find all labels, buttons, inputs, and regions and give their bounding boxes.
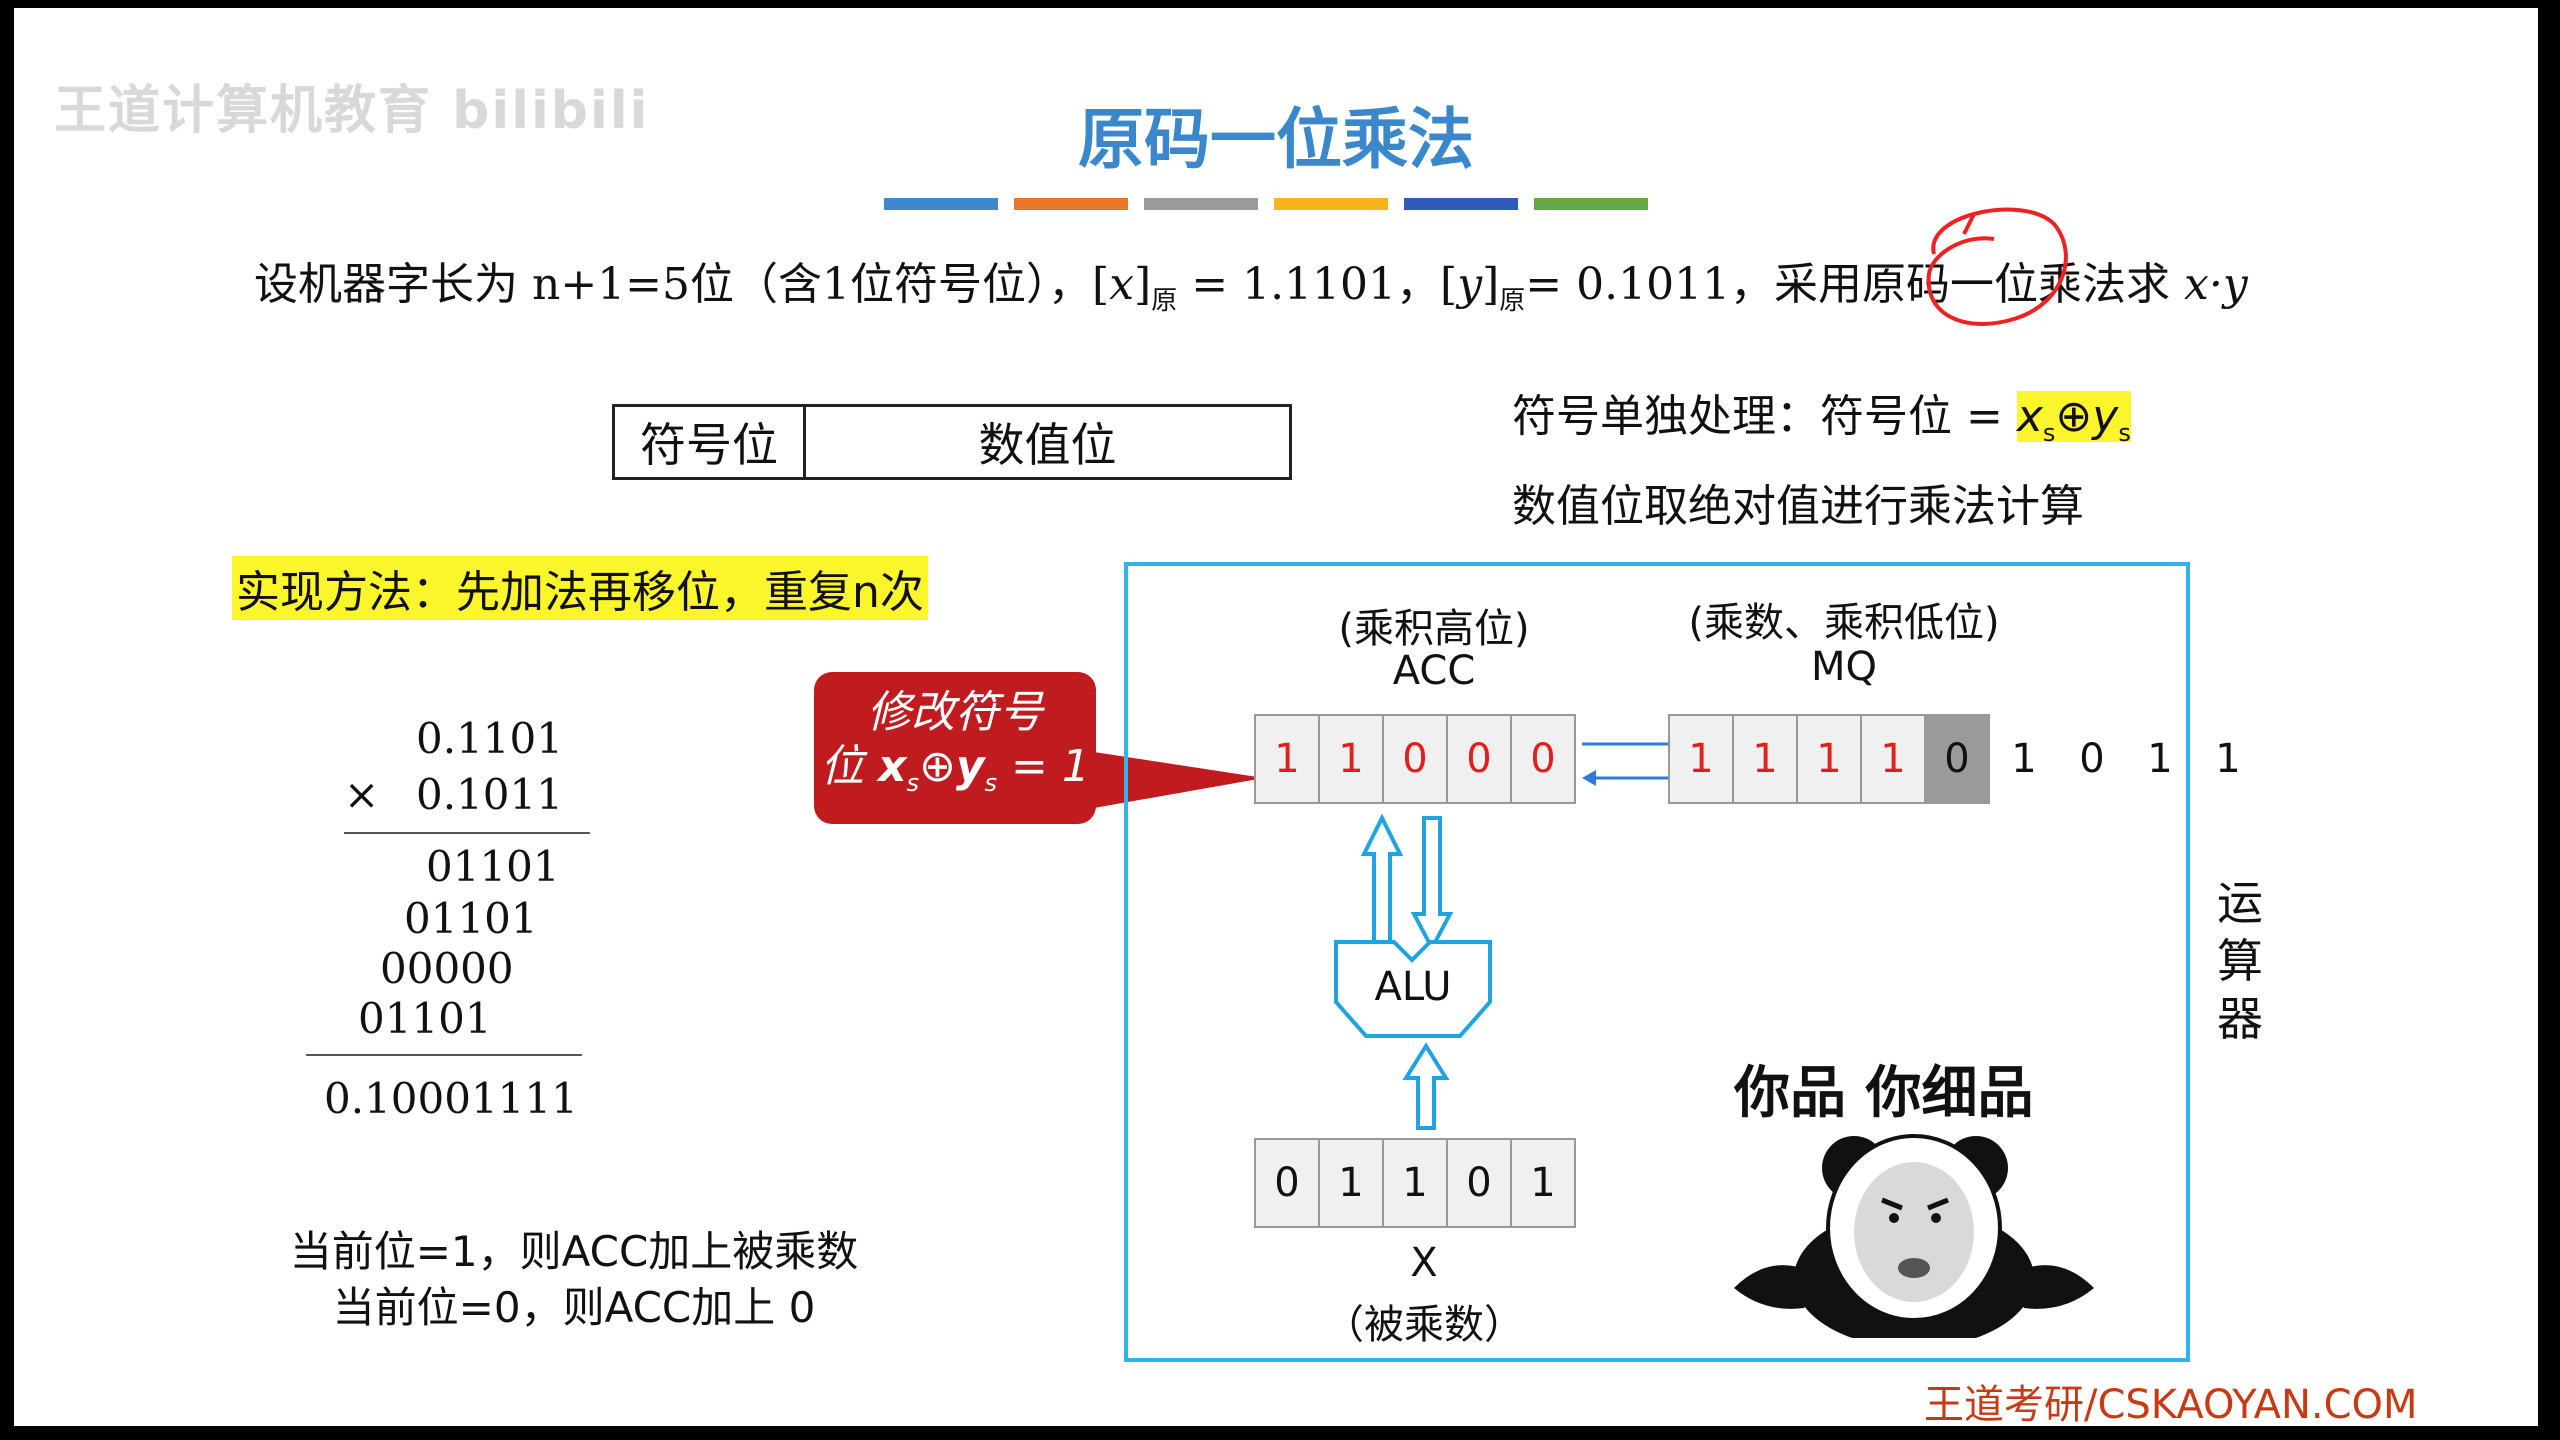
multiplicand: 0.1101 (416, 714, 563, 763)
acc-bit: 1 (1254, 714, 1320, 804)
x-bit: 0 (1254, 1138, 1320, 1228)
x-label: X (1410, 1240, 1438, 1286)
note-bit-one: 当前位=1，则ACC加上被乘数 (289, 1227, 859, 1276)
sign-callout: 修改符号 位 xs⊕ys = 1 (814, 672, 1096, 824)
var-y: y (1457, 259, 1483, 310)
subscript-yuan: 原 (1151, 285, 1178, 316)
watermark: 王道计算机教育 bilibili (54, 81, 650, 141)
sign-bit-cell: 符号位 (615, 407, 806, 477)
mq-bit: 1 (1732, 714, 1798, 804)
color-bar (1534, 198, 1648, 210)
result: 0.10001111 (324, 1074, 578, 1123)
callout-pointer (1094, 752, 1264, 808)
color-bar (1404, 198, 1518, 210)
calc-rule-1 (344, 832, 590, 834)
value-bits-cell: 数值位 (978, 418, 1117, 472)
callout-line-1: 修改符号 (867, 687, 1043, 739)
calc-rule-2 (306, 1054, 582, 1056)
x-bit: 1 (1510, 1138, 1576, 1228)
acc-bit: 0 (1510, 714, 1576, 804)
mq-bit: 1 (1668, 714, 1734, 804)
question-part-2: = 1.1101，[ (1177, 259, 1458, 310)
arithmetic-unit-label: 运 算 器 (2210, 874, 2270, 1048)
mq-label: MQ (1811, 644, 1877, 690)
alu-acc-arrows (1360, 814, 1454, 953)
red-circle-annotation (1926, 207, 2068, 326)
panda-meme-image (1734, 1134, 2094, 1338)
footer-brand: 王道考研/CSKAOYAN.COM (1924, 1382, 2418, 1426)
question-text: 设机器字长为 n+1=5位（含1位符号位），[x]原 = 1.1101，[y]原… (254, 248, 2248, 317)
vertical-char: 算 (2217, 934, 2263, 988)
x-bit: 1 (1318, 1138, 1384, 1228)
x-bit: 0 (1446, 1138, 1512, 1228)
partial-product: 01101 (404, 894, 538, 943)
mq-bit: 1 (1860, 714, 1926, 804)
mq-current-bit: 0 (1924, 714, 1990, 804)
sign-value-format-table: 符号位 数值位 (612, 404, 1292, 480)
acc-register: 1 1 0 0 0 (1254, 714, 1576, 804)
question-part-3: = 0.1011，采用原码一位乘法求 (1525, 259, 2185, 310)
mq-remaining-bit: 0 (2079, 736, 2105, 782)
product-xy: x·y (2184, 259, 2248, 310)
partial-product: 00000 (380, 944, 514, 993)
var-x: x (1109, 259, 1135, 310)
subscript-yuan: 原 (1499, 285, 1526, 316)
sign-rule-text: 符号单独处理：符号位 = (1512, 391, 2017, 442)
partial-product: 01101 (358, 994, 492, 1043)
bracket: ] (1482, 259, 1500, 310)
x-bit: 1 (1382, 1138, 1448, 1228)
alu-label: ALU (1374, 964, 1452, 1010)
acc-bit: 0 (1382, 714, 1448, 804)
partial-product: 01101 (426, 842, 560, 891)
color-bar (1014, 198, 1128, 210)
bracket: ] (1134, 259, 1152, 310)
method-text: 实现方法：先加法再移位，重复n次 (232, 556, 928, 620)
abs-rule: 数值位取绝对值进行乘法计算 (1512, 481, 2084, 532)
alu-shape (1334, 940, 1492, 1038)
sign-rule: 符号单独处理：符号位 = xs⊕ys (1512, 380, 2131, 447)
acc-desc: (乘积高位) (1338, 606, 1530, 652)
acc-bit: 1 (1318, 714, 1384, 804)
mq-remaining-bit: 1 (2215, 736, 2241, 782)
color-bar (1274, 198, 1388, 210)
question-part-1: 设机器字长为 n+1=5位（含1位符号位），[ (254, 259, 1110, 310)
mq-remaining-bit: 1 (2147, 736, 2173, 782)
x-alu-arrow (1402, 1042, 1450, 1130)
mq-register: 1 1 1 1 0 1 0 1 1 (1668, 714, 2262, 804)
multiplier: 0.1011 (416, 770, 563, 819)
x-desc: （被乘数） (1324, 1302, 1524, 1348)
slide: 王道计算机教育 bilibili 原码一位乘法 设机器字长为 n+1=5位（含1… (14, 8, 2538, 1426)
arithmetic-unit-frame (1124, 562, 2190, 1362)
callout-line-2: 位 xs⊕ys = 1 (820, 741, 1090, 797)
vertical-char: 运 (2217, 876, 2263, 930)
acc-bit: 0 (1446, 714, 1512, 804)
slide-title: 原码一位乘法 (1078, 101, 1474, 178)
times-sign: × (344, 770, 380, 819)
mq-bit: 1 (1796, 714, 1862, 804)
mq-desc: (乘数、乘积低位) (1688, 600, 2000, 646)
acc-label: ACC (1392, 648, 1476, 694)
meme-caption: 你品 你细品 (1734, 1061, 2034, 1126)
color-bar (1144, 198, 1258, 210)
sign-formula: xs⊕ys (2016, 391, 2131, 447)
mq-remaining-bit: 1 (2011, 736, 2037, 782)
vertical-char: 器 (2217, 992, 2263, 1046)
color-bar (884, 198, 998, 210)
x-register: 0 1 1 0 1 (1254, 1138, 1576, 1228)
note-bit-zero: 当前位=0，则ACC加上 0 (332, 1283, 816, 1332)
